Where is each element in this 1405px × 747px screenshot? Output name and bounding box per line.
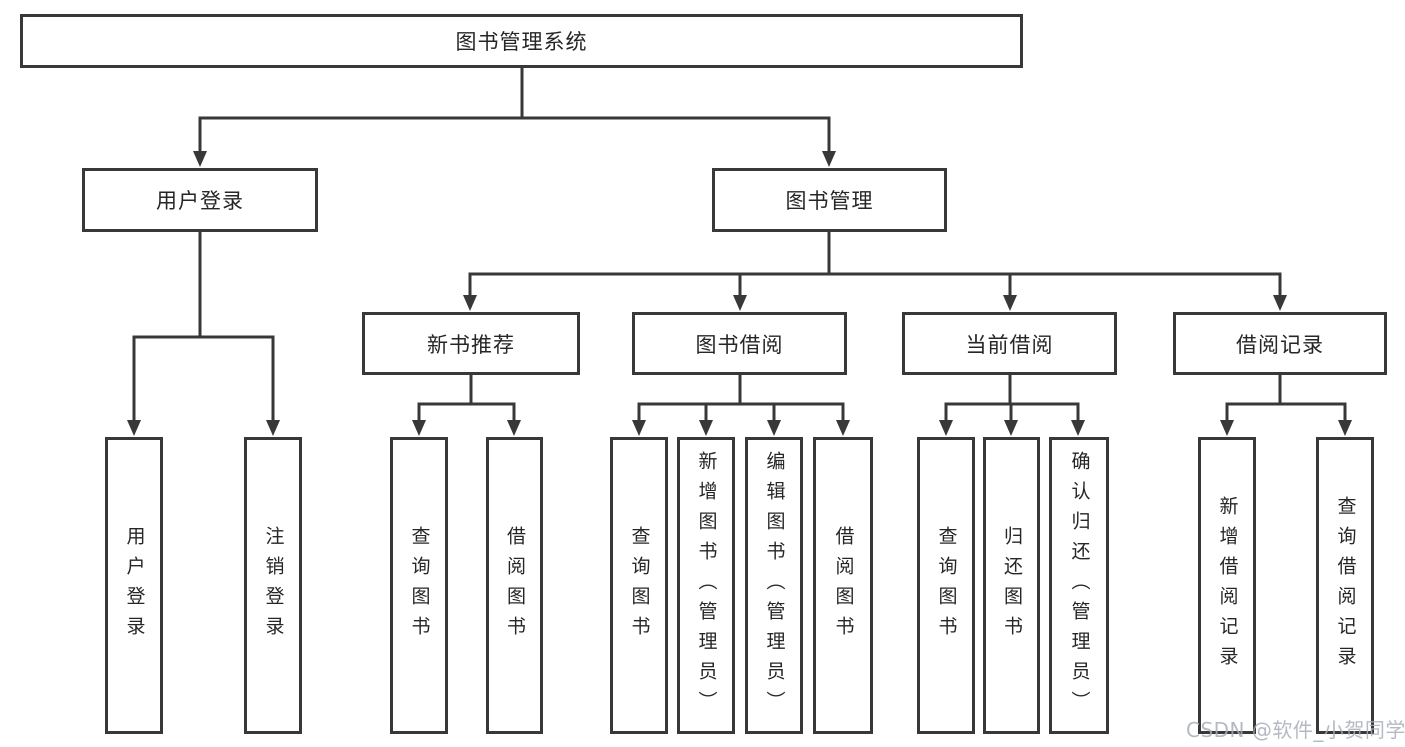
node-current-borrowing: 当前借阅	[902, 312, 1117, 375]
leaf-borrow-books-1: 借阅图书	[486, 437, 543, 734]
node-new-book-recommend-label: 新书推荐	[427, 332, 515, 357]
leaf-add-book-admin: 新增图书（管理员）	[677, 437, 735, 734]
root-node-library-system: 图书管理系统	[20, 14, 1023, 68]
node-borrowing-records-label: 借阅记录	[1236, 332, 1324, 357]
node-current-borrowing-label: 当前借阅	[965, 332, 1054, 357]
leaf-confirm-return-admin: 确认归还（管理员）	[1049, 437, 1109, 734]
leaf-search-books-3: 查询图书	[917, 437, 975, 734]
node-borrowing-records: 借阅记录	[1173, 312, 1387, 375]
node-book-borrowing-label: 图书借阅	[695, 332, 784, 357]
node-new-book-recommend: 新书推荐	[362, 312, 580, 375]
node-user-login-label: 用户登录	[156, 189, 244, 213]
leaf-search-books-2: 查询图书	[610, 437, 668, 734]
node-user-login: 用户登录	[82, 168, 318, 232]
leaf-search-borrow-record: 查询借阅记录	[1316, 437, 1374, 734]
leaf-edit-book-admin: 编辑图书（管理员）	[745, 437, 803, 734]
leaf-user-login: 用户登录	[105, 437, 163, 734]
leaf-logout: 注销登录	[244, 437, 302, 734]
csdn-watermark: CSDN @软件_小贺同学	[1186, 718, 1405, 742]
node-book-borrowing: 图书借阅	[632, 312, 847, 375]
leaf-add-borrow-record: 新增借阅记录	[1198, 437, 1256, 734]
leaf-return-book: 归还图书	[983, 437, 1040, 734]
node-book-management-label: 图书管理	[785, 189, 874, 213]
leaf-search-books-1: 查询图书	[390, 437, 448, 734]
node-book-management: 图书管理	[712, 168, 947, 232]
root-node-label: 图书管理系统	[455, 30, 588, 54]
leaf-borrow-books-2: 借阅图书	[813, 437, 873, 734]
